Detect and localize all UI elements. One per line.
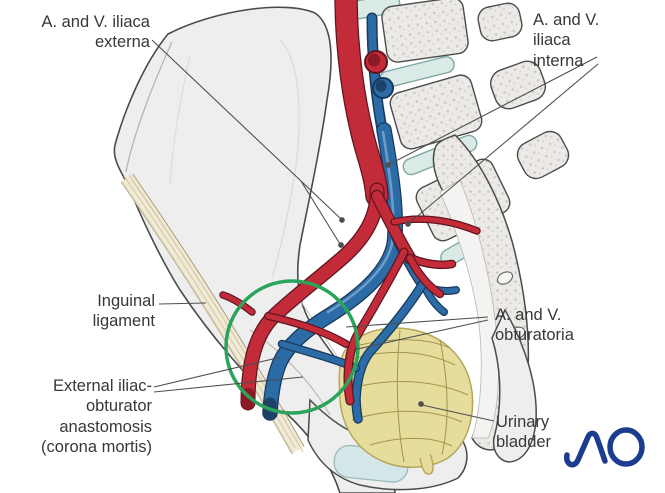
ao-logo [560, 422, 655, 484]
label-inguinal-ligament: Inguinal ligament [92, 292, 155, 331]
urinary-bladder-shape [338, 327, 474, 475]
arteries [219, 0, 481, 411]
label-obturatoria: A. and V. obturatoria [495, 306, 574, 345]
label-corona-mortis: External iliac- obturator anastomosis (c… [41, 377, 152, 457]
ischium-bone [491, 308, 537, 463]
ao-logo-glyph [563, 427, 645, 468]
corona-mortis-highlight-circle [224, 279, 360, 415]
leader-lines [151, 39, 599, 422]
label-urinary-bladder: Urinary bladder [496, 413, 552, 452]
label-iliaca-interna: A. and V. iliaca interna [533, 11, 600, 70]
label-iliaca-externa: A. and V. iliaca externa [41, 13, 150, 52]
